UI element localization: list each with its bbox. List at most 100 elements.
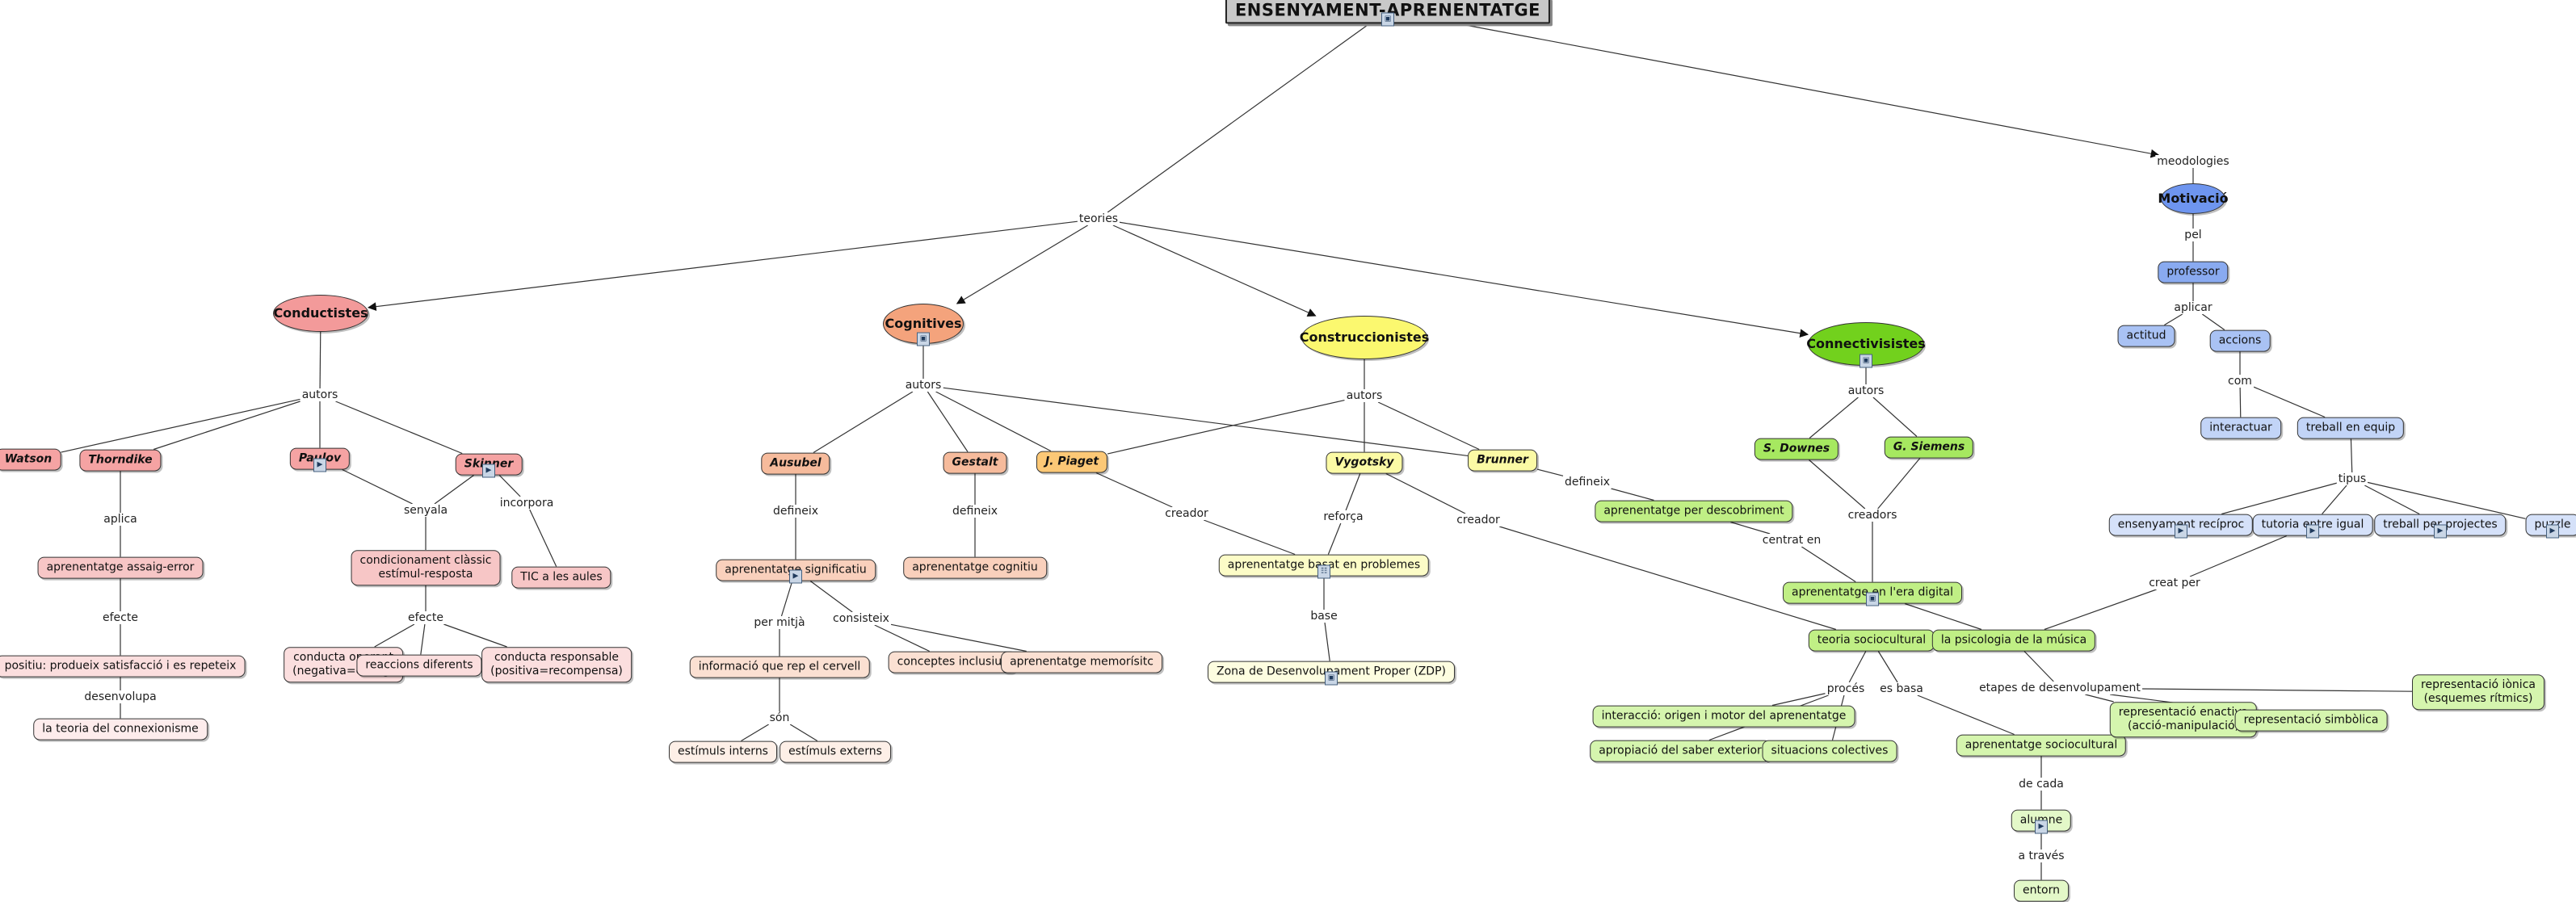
connector-downes-l_creadors xyxy=(1809,459,1866,510)
node-interaccio[interactable]: interacció: origen i motor del aprenenta… xyxy=(1592,705,1855,728)
node-aprsocio[interactable]: aprenentatge sociocultural xyxy=(1956,734,2127,757)
video-icon[interactable]: ▶ xyxy=(482,464,495,477)
node-connexionisme[interactable]: la teoria del connexionisme xyxy=(33,718,208,740)
node-descobriment[interactable]: aprenentatge per descobriment xyxy=(1595,500,1793,522)
connector-l_tipus-reciproc xyxy=(2221,482,2338,515)
video-icon[interactable]: ▶ xyxy=(2306,524,2319,538)
node-sociocultural[interactable]: teoria sociocultural xyxy=(1808,629,1935,652)
node-conductistes[interactable]: Conductistes xyxy=(273,295,368,332)
connector-l_creatper-tutoria xyxy=(2189,535,2288,577)
linking-phrase-defineix1: defineix xyxy=(771,505,820,518)
node-interns[interactable]: estímuls interns xyxy=(669,740,777,763)
node-construccionistes[interactable]: Construccionistes xyxy=(1300,316,1429,359)
image-icon[interactable]: ▣ xyxy=(1866,592,1879,606)
connector-significatiu-l_permitja xyxy=(780,581,793,617)
connector-root-l_meodologies xyxy=(1458,23,2160,158)
node-downes[interactable]: S. Downes xyxy=(1754,438,1839,460)
linking-phrase-creadors: creadors xyxy=(1846,509,1899,522)
connector-root-l_teories xyxy=(1107,23,1370,213)
connector-l_autors1-watson xyxy=(61,398,300,453)
node-assaig[interactable]: aprenentatge assaig-error xyxy=(37,556,204,579)
image-icon[interactable]: ▣ xyxy=(1860,354,1872,368)
connector-l_tipus-tutoria xyxy=(2322,485,2347,514)
connector-l_tipus-projectes xyxy=(2364,485,2420,515)
node-tic[interactable]: TIC a les aules xyxy=(511,566,611,589)
node-condic[interactable]: condicionament clàssic estímul-resposta xyxy=(351,550,501,585)
linking-phrase-incorpora: incorpora xyxy=(498,497,556,510)
connector-l_teories-construccionistes xyxy=(1112,224,1317,317)
node-cognitives[interactable]: Cognitives xyxy=(883,304,964,344)
node-motivacio[interactable]: Motivació xyxy=(2158,183,2229,214)
connector-l_esbase-aprsocio xyxy=(1917,694,2015,736)
connector-skinner-l_incorpora xyxy=(498,475,521,497)
video-icon[interactable]: ▶ xyxy=(2434,524,2447,538)
node-operant[interactable]: conducta operant (negativa=càstig) xyxy=(284,647,403,682)
node-reaccions[interactable]: reaccions diferents xyxy=(356,654,482,677)
node-gestalt[interactable]: Gestalt xyxy=(943,451,1007,474)
linking-phrase-atraves: a través xyxy=(2016,850,2066,862)
node-professor[interactable]: professor xyxy=(2158,261,2229,283)
node-apropiacio[interactable]: apropiació del saber exterior xyxy=(1590,740,1771,762)
node-accions[interactable]: accions xyxy=(2209,329,2271,352)
connector-l_etapes-enactiva xyxy=(2085,694,2114,703)
node-responsable[interactable]: conducta responsable (positiva=recompens… xyxy=(481,647,632,682)
node-actitud[interactable]: actitud xyxy=(2117,325,2175,347)
node-vygotsky[interactable]: Vygotsky xyxy=(1326,451,1403,474)
linking-phrase-desenvolupa: desenvolupa xyxy=(82,690,158,703)
connector-digital-musica xyxy=(1904,602,1982,631)
linking-phrase-esbase: es basa xyxy=(1878,682,1925,695)
connector-l_teories-cognitives xyxy=(956,224,1088,304)
node-siemens[interactable]: G. Siemens xyxy=(1884,436,1974,459)
connector-l_creador1-problemes xyxy=(1204,519,1296,556)
video-icon[interactable]: ▶ xyxy=(789,569,802,583)
video-icon[interactable]: ▶ xyxy=(2546,524,2559,538)
connector-siemens-l_creadors xyxy=(1877,458,1921,510)
linking-phrase-teories: teories xyxy=(1077,212,1120,225)
linking-phrase-decada: de cada xyxy=(2017,778,2065,791)
node-interactuar[interactable]: interactuar xyxy=(2200,417,2281,439)
connector-conductistes-l_autors1 xyxy=(319,331,321,389)
connector-sociocultural-l_esbase xyxy=(1877,651,1898,683)
image-icon[interactable]: ▣ xyxy=(1381,12,1394,26)
web-icon[interactable]: ☷ xyxy=(1317,564,1330,578)
connector-l_son-interns xyxy=(741,724,769,742)
connector-l_defineix3-descobriment xyxy=(1611,488,1654,501)
node-entorn[interactable]: entorn xyxy=(2014,879,2069,902)
connector-l_com-equip xyxy=(2253,386,2326,418)
node-positiu[interactable]: positiu: produeix satisfacció i es repet… xyxy=(0,655,246,678)
node-colectives[interactable]: situacions colectives xyxy=(1762,740,1897,762)
node-informacio[interactable]: informació que rep el cervell xyxy=(689,656,870,678)
node-simbolica[interactable]: representació simbòlica xyxy=(2234,709,2388,732)
node-memoristic[interactable]: aprenentatge memorísitc xyxy=(1001,651,1162,673)
image-icon[interactable]: ▣ xyxy=(1325,671,1338,685)
video-icon[interactable]: ▶ xyxy=(2035,820,2048,833)
node-cognitiu[interactable]: aprenentatge cognitiu xyxy=(903,556,1047,579)
connector-significatiu-l_consisteix xyxy=(809,581,853,613)
node-enactiva[interactable]: representació enactiva (acció-manipulaci… xyxy=(2109,702,2258,737)
connector-l_autors2-gestalt xyxy=(927,391,969,452)
linking-phrase-defineix3: defineix xyxy=(1563,476,1612,489)
image-icon[interactable]: ▣ xyxy=(917,332,930,346)
node-inclusius[interactable]: conceptes inclusius xyxy=(888,651,1017,673)
connector-brunner-l_defineix3 xyxy=(1536,468,1564,476)
node-musica[interactable]: la psicologia de la música xyxy=(1931,629,2096,652)
video-icon[interactable]: ▶ xyxy=(2175,524,2187,538)
connector-l_tipus-puzzle xyxy=(2367,481,2526,519)
node-brunner[interactable]: Brunner xyxy=(1468,449,1537,472)
connector-sociocultural-l_proces xyxy=(1848,651,1867,683)
linking-phrase-efecte1: efecte xyxy=(101,611,140,624)
node-piaget[interactable]: J. Piaget xyxy=(1036,451,1108,473)
node-watson[interactable]: Watson xyxy=(0,448,61,471)
connector-l_autors3-brunner xyxy=(1377,401,1480,451)
node-equip[interactable]: treball en equip xyxy=(2297,417,2405,439)
connector-l_efecte2-operant xyxy=(374,623,415,648)
node-externs[interactable]: estímuls externs xyxy=(780,740,891,763)
linking-phrase-aplicar: aplicar xyxy=(2172,301,2214,314)
connector-l_efecte2-reaccions xyxy=(420,623,426,655)
node-ionica[interactable]: representació iònica (esquemes rítmics) xyxy=(2412,674,2544,710)
node-ausubel[interactable]: Ausubel xyxy=(761,452,830,475)
video-icon[interactable]: ▶ xyxy=(313,458,326,472)
node-thorndike[interactable]: Thorndike xyxy=(79,449,162,472)
connector-l_teories-connectivisistes xyxy=(1119,221,1809,338)
linking-phrase-com: com xyxy=(2226,375,2254,388)
